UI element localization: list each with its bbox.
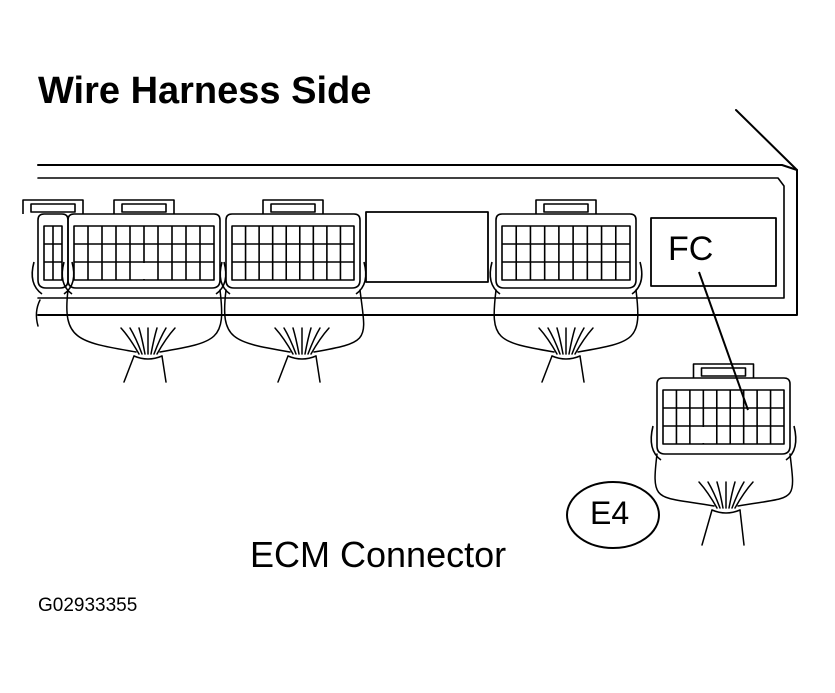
connector-3-latch [535, 199, 597, 214]
connector-3-pin-grid [501, 225, 631, 281]
e4-connector-latch-slot [700, 367, 747, 377]
left-partial-connector-housing [37, 213, 69, 289]
connector-1-latch-slot [121, 203, 167, 213]
fc-terminal-label: FC [668, 230, 714, 268]
harness-left-partial [35, 299, 41, 327]
page-title: Wire Harness Side [38, 70, 372, 112]
figure-code: G02933355 [38, 595, 138, 616]
blank-panel [365, 211, 489, 283]
harness-1 [66, 289, 223, 383]
e4-connector-housing [656, 377, 791, 455]
e4-connector [650, 363, 797, 461]
connector-1-latch [113, 199, 175, 214]
connector-2-latch-slot [270, 203, 316, 213]
e4-connector-latch [692, 363, 755, 378]
harness-2 [223, 289, 365, 383]
connector-1 [61, 199, 227, 295]
e4-connector-label: E4 [590, 495, 630, 531]
e4-connector-pin-grid [662, 389, 785, 445]
connector-3-housing [495, 213, 637, 289]
connector-3-latch-slot [543, 203, 589, 213]
connector-2-housing [225, 213, 361, 289]
connector-2-latch [262, 199, 324, 214]
harness-e4 [654, 453, 794, 546]
left-partial-connector [22, 199, 84, 295]
fc-panel [650, 217, 777, 287]
connector-2 [219, 199, 367, 295]
ecm-bracket-edge [735, 109, 798, 171]
connector-2-pin-grid [231, 225, 355, 281]
left-partial-connector-latch [22, 199, 84, 214]
fc-leader-line [698, 271, 749, 411]
ecm-housing-inner-ledge [37, 177, 785, 299]
ecm-connector-caption: ECM Connector [250, 534, 507, 575]
left-partial-connector-latch-slot [30, 203, 76, 213]
e4-oval [566, 481, 660, 549]
connector-3 [489, 199, 643, 295]
connector-1-housing [67, 213, 221, 289]
harness-3 [493, 289, 639, 383]
